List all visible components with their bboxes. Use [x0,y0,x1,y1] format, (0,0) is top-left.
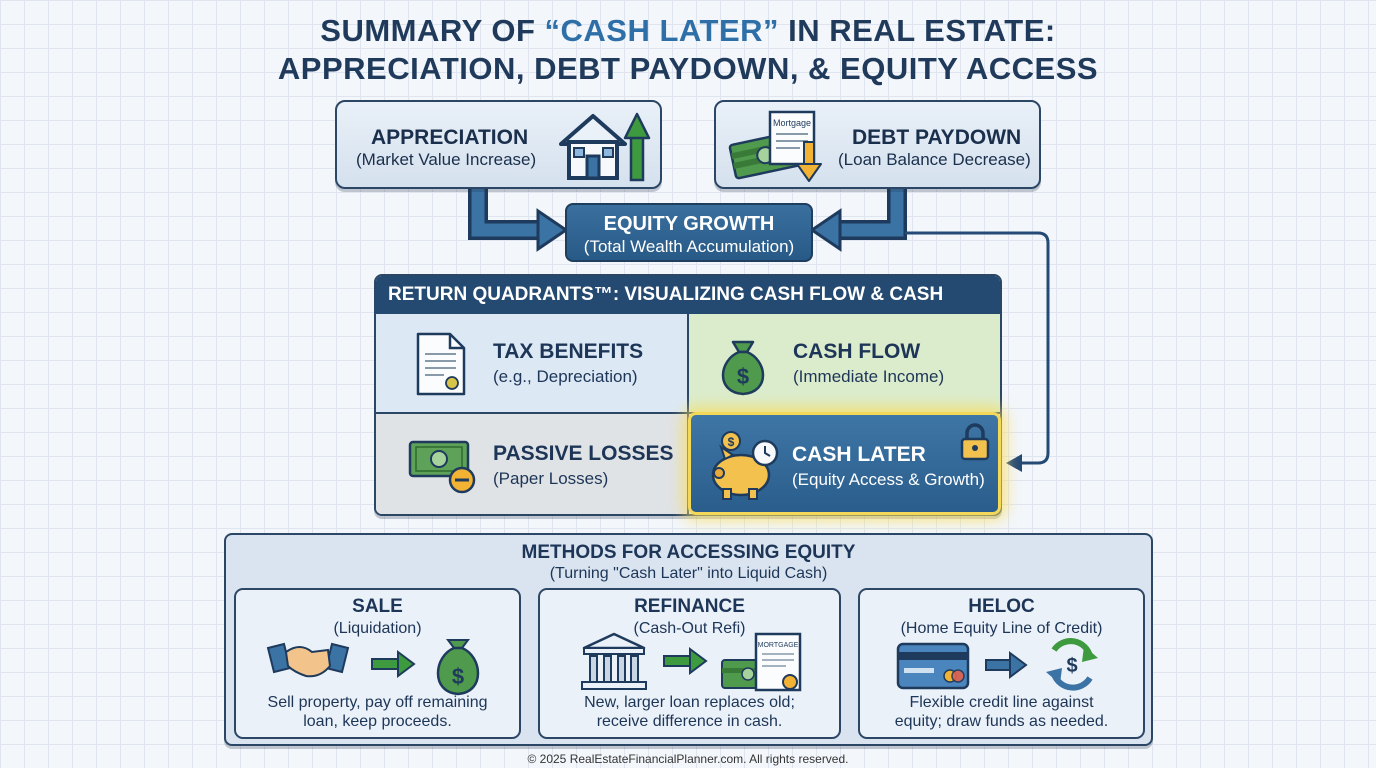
refinance-subtitle: (Cash-Out Refi) [633,620,746,637]
methods-subtitle: (Turning "Cash Later" into Liquid Cash) [549,565,828,582]
appreciation-box: APPRECIATION (Market Value Increase) [335,100,662,189]
equity-growth-box: EQUITY GROWTH (Total Wealth Accumulation… [565,203,813,262]
debt-paydown-box: Mortgage DEBT PAYDOWN (Loan Balance Decr… [714,100,1041,189]
passive-losses-title: PASSIVE LOSSES [493,442,674,465]
refinance-title: REFINANCE [634,596,745,617]
refresh-dollar-icon: $ [1046,638,1098,691]
bank-icon [581,632,647,690]
appreciation-title: APPRECIATION [371,126,529,149]
arrow-appreciation-to-equity [468,188,569,252]
sale-subtitle: (Liquidation) [333,620,422,637]
passive-losses-subtitle: (Paper Losses) [493,469,609,488]
debt-paydown-title: DEBT PAYDOWN [852,126,1022,149]
equity-growth-title: EQUITY GROWTH [603,213,775,235]
lock-icon [960,423,990,461]
money-bag-icon: $ [436,639,480,696]
cash-later-title: CASH LATER [792,443,926,466]
method-sale-card: SALE (Liquidation) $ Sell property, pay … [234,588,521,739]
title-line-1: SUMMARY OF “CASH LATER” IN REAL ESTATE: [320,13,1056,48]
svg-text:$: $ [452,664,464,689]
tax-benefits-title: TAX BENEFITS [493,340,644,363]
methods-title: METHODS FOR ACCESSING EQUITY [521,542,856,563]
arrow-right-icon [985,651,1028,679]
sale-icons: $ [266,639,480,696]
title-line-2: APPRECIATION, DEBT PAYDOWN, & EQUITY ACC… [277,51,1099,86]
sale-description: Sell property, pay off remaining loan, k… [267,694,488,730]
down-arrow-icon [796,141,822,182]
svg-text:$: $ [1066,655,1077,677]
refinance-icons: MORTGAGE [581,632,802,692]
money-bag-icon: $ [721,340,765,396]
document-icon [416,332,466,396]
quadrant-cash-flow: $ CASH FLOW (Immediate Income) [689,314,1000,414]
appreciation-subtitle: (Market Value Increase) [356,150,537,169]
house-icon [559,112,651,182]
arrow-right-icon [663,647,708,675]
svg-text:Mortgage: Mortgage [773,118,811,128]
arrow-debt-to-equity [809,188,907,252]
refinance-description: New, larger loan replaces old; receive d… [584,694,795,730]
banknote-minus-icon [408,440,476,494]
methods-panel: METHODS FOR ACCESSING EQUITY (Turning "C… [224,533,1153,746]
copyright-footer: © 2025 RealEstateFinancialPlanner.com. A… [527,752,849,766]
piggy-bank-icon: $ [711,431,779,500]
sale-title: SALE [352,596,403,617]
heloc-description: Flexible credit line against equity; dra… [894,694,1109,730]
quadrant-passive-losses: PASSIVE LOSSES (Paper Losses) [376,414,689,514]
debt-paydown-subtitle: (Loan Balance Decrease) [838,150,1031,169]
arrow-right-icon [371,650,416,678]
cash-flow-subtitle: (Immediate Income) [793,367,945,386]
mortgage-document-icon: MORTGAGE [754,632,802,692]
page-title: SUMMARY OF “CASH LATER” IN REAL ESTATE: … [0,12,1376,88]
cash-later-subtitle: (Equity Access & Growth) [792,470,985,489]
heloc-icons: $ [896,638,1098,691]
method-heloc-card: HELOC (Home Equity Line of Credit) $ [858,588,1145,739]
handshake-icon [266,642,350,678]
up-arrow-icon [623,112,651,182]
svg-text:MORTGAGE: MORTGAGE [758,642,799,649]
equity-growth-subtitle: (Total Wealth Accumulation) [583,237,795,256]
credit-card-icon [896,642,970,690]
heloc-subtitle: (Home Equity Line of Credit) [900,620,1103,637]
quadrant-tax-benefits: TAX BENEFITS (e.g., Depreciation) [376,314,689,414]
cash-flow-title: CASH FLOW [793,340,921,363]
quadrants-header: RETURN QUADRANTS™: VISUALIZING CASH FLOW… [376,276,1000,343]
quadrant-cash-later: $ CASH LATER (Equity Access & Growth) [688,412,1001,515]
svg-text:$: $ [728,435,735,449]
svg-text:$: $ [737,364,749,389]
heloc-title: HELOC [968,596,1035,617]
method-refinance-card: REFINANCE (Cash-Out Refi) [538,588,841,739]
cash-stack-icon: Mortgage [728,110,822,182]
tax-benefits-subtitle: (e.g., Depreciation) [493,367,638,386]
arrow-equity-to-cash-later [905,231,1050,472]
